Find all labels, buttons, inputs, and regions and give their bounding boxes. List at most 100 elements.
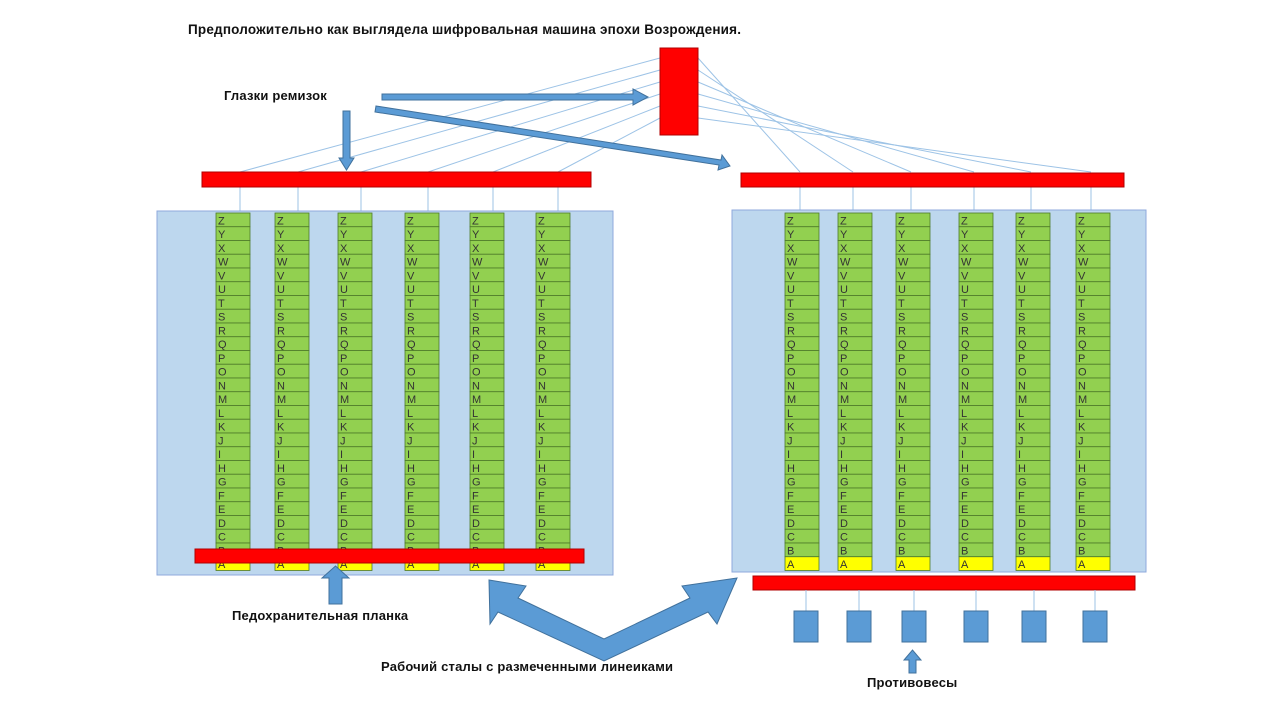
ruler-letter: E [1018,504,1025,516]
ruler-letter: I [787,449,790,461]
counterweight [963,610,989,643]
ruler-letter: R [472,325,480,337]
ruler-letter: Y [472,229,480,241]
ruler-letter: O [1018,367,1027,379]
ruler-letter: I [340,449,343,461]
ruler-letter: T [218,298,225,310]
ruler-letter: H [898,463,906,475]
ruler-letter: Y [538,229,546,241]
ruler-letter: E [1078,504,1085,516]
ruler-letter: D [898,518,906,530]
ruler-letter: U [407,284,415,296]
ruler-letter: M [1078,394,1087,406]
ruler-letter: Y [961,229,969,241]
ruler-letter: A [340,559,348,571]
ruler-letter: P [407,353,414,365]
ruler-letter: X [898,243,906,255]
ruler-letter: G [1078,477,1087,489]
ruler-letter: O [407,367,416,379]
ruler-cell [215,446,251,461]
ruler-letter: M [538,394,547,406]
ruler-letter: V [218,270,226,282]
ruler-letter: K [340,422,348,434]
ruler-letter: F [1018,490,1025,502]
ruler-letter: J [277,435,283,447]
ruler-letter: W [407,257,418,269]
ruler-letter: A [961,559,969,571]
ruler-letter: L [787,408,793,420]
counterweight [846,610,872,643]
ruler-letter: C [1078,532,1086,544]
ruler-letter: S [472,312,479,324]
ruler-letter: Q [472,339,481,351]
ruler-letter: D [961,518,969,530]
ruler-letter: Q [538,339,547,351]
ruler-letter: D [1018,518,1026,530]
ruler-letter: T [472,298,479,310]
label-safety-bar: Педохранительная планка [232,608,409,623]
ruler-letter: R [1078,325,1086,337]
ruler-letter: H [1078,463,1086,475]
ruler-letter: L [898,408,904,420]
ruler-letter: B [787,545,794,557]
ruler-letter: W [961,257,972,269]
ruler-letter: I [538,449,541,461]
ruler-cell-highlight [895,556,931,571]
ruler-letter: K [787,422,795,434]
ruler-letter: W [472,257,483,269]
ruler-letter: O [538,367,547,379]
ruler-letter: E [340,504,347,516]
ruler-letter: P [840,353,847,365]
ruler-letter: T [961,298,968,310]
ruler-letter: Z [787,215,794,227]
ruler-letter: J [407,435,413,447]
ruler-letter: L [218,408,224,420]
ruler-letter: Q [218,339,227,351]
ruler-letter: V [961,270,969,282]
ruler-letter: H [1018,463,1026,475]
ruler-letter: P [961,353,968,365]
ruler-letter: O [1078,367,1087,379]
ruler-letter: I [1078,449,1081,461]
ruler-letter: P [472,353,479,365]
ruler-letter: K [1018,422,1026,434]
ruler-letter: Z [340,215,347,227]
ruler-letter: C [218,532,226,544]
ruler-letter: W [340,257,351,269]
ruler-letter: U [961,284,969,296]
ruler-letter: M [898,394,907,406]
ruler-letter: Q [1078,339,1087,351]
ruler-cell [404,446,440,461]
ruler-letter: Q [1018,339,1027,351]
ruler-letter: T [1078,298,1085,310]
ruler-letter: G [538,477,547,489]
ruler-letter: J [787,435,793,447]
ruler-letter: N [840,380,848,392]
ruler-letter: F [340,490,347,502]
ruler-letter: N [218,380,226,392]
ruler-letter: J [898,435,904,447]
ruler-letter: Y [340,229,348,241]
ruler-cell-highlight [837,556,873,571]
ruler-letter: W [1018,257,1029,269]
ruler-letter: L [407,408,413,420]
counterweight [1021,610,1047,643]
ruler-letter: L [340,408,346,420]
ruler-letter: D [840,518,848,530]
ruler-letter: G [787,477,796,489]
ruler-letter: I [472,449,475,461]
ruler-letter: J [538,435,544,447]
ruler-letter: K [538,422,546,434]
ruler-letter: B [961,545,968,557]
ruler-letter: O [787,367,796,379]
ruler-cell [337,446,373,461]
heddle-string [697,57,801,173]
ruler-letter: F [840,490,847,502]
ruler-letter: Q [277,339,286,351]
ruler-letter: O [961,367,970,379]
ruler-letter: Q [787,339,796,351]
diagram-title: Предположительно как выглядела шифроваль… [188,22,742,37]
ruler-letter: S [1078,312,1085,324]
